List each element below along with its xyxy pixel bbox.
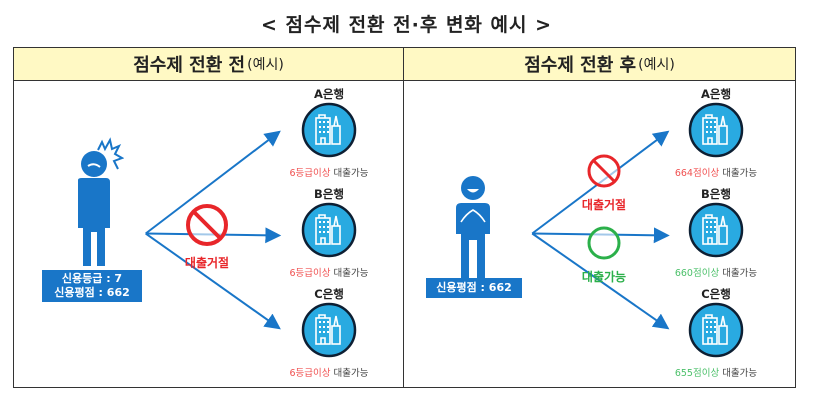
comparison-table: 점수제 전환 전 (예시) bbox=[13, 47, 796, 388]
panel-before-subtitle: (예시) bbox=[247, 57, 284, 73]
credit-score-text: 신용평점 : 662 bbox=[54, 286, 130, 299]
loan-approved-status: 대출가능 bbox=[574, 224, 634, 285]
bank-building-icon bbox=[688, 202, 744, 258]
bank-name: A은행 bbox=[313, 87, 345, 101]
loan-rejected-status: 대출거절 bbox=[574, 152, 634, 213]
happy-person-icon bbox=[448, 174, 498, 284]
bank-building-icon bbox=[301, 202, 357, 258]
person-credit-label: 신용평점 : 662 bbox=[426, 278, 522, 298]
prohibited-icon bbox=[587, 154, 621, 188]
credit-score-text: 신용평점 : 662 bbox=[436, 281, 512, 294]
panel-after: 점수제 전환 후 (예시) bbox=[404, 48, 795, 387]
panel-after-subtitle: (예시) bbox=[638, 57, 675, 73]
bank-a: A은행 bbox=[661, 86, 771, 179]
panel-after-title: 점수제 전환 후 bbox=[524, 55, 637, 76]
bank-name: B은행 bbox=[314, 187, 344, 201]
bank-b: B은행 bbox=[274, 186, 384, 279]
loan-rejected-status: 대출거절 bbox=[177, 202, 237, 271]
loan-rejected-text: 대출거절 bbox=[581, 198, 627, 212]
panel-before-title: 점수제 전환 전 bbox=[133, 55, 246, 76]
bank-a: A은행 bbox=[274, 86, 384, 179]
credit-grade-text: 신용등급 : 7 bbox=[61, 272, 123, 285]
bank-building-icon bbox=[301, 302, 357, 358]
diagram-title: < 점수제 전환 전·후 변화 예시 > bbox=[260, 14, 553, 36]
panel-before-header: 점수제 전환 전 (예시) bbox=[14, 48, 403, 81]
bank-b: B은행 bbox=[661, 186, 771, 279]
bank-c: C은행 bbox=[274, 286, 384, 379]
panel-after-header: 점수제 전환 후 (예시) bbox=[404, 48, 795, 81]
bank-name: C은행 bbox=[314, 287, 344, 301]
circle-ok-icon bbox=[587, 226, 621, 260]
person-credit-label: 신용등급 : 7 신용평점 : 662 bbox=[42, 270, 142, 302]
loan-approved-text: 대출가능 bbox=[581, 270, 627, 284]
frustrated-person-icon bbox=[64, 136, 125, 276]
prohibited-icon bbox=[186, 204, 228, 246]
bank-building-icon bbox=[688, 102, 744, 158]
loan-rejected-text: 대출거절 bbox=[184, 256, 230, 270]
bank-name: C은행 bbox=[701, 287, 731, 301]
bank-building-icon bbox=[688, 302, 744, 358]
bank-name: B은행 bbox=[701, 187, 731, 201]
panel-before-diagram: 신용등급 : 7 신용평점 : 662 대출거절 A은행 bbox=[14, 82, 403, 387]
panel-after-diagram: 신용평점 : 662 대출거절 대출가능 A은행 bbox=[404, 82, 795, 387]
bank-c: C은행 bbox=[661, 286, 771, 379]
bank-name: A은행 bbox=[700, 87, 732, 101]
panel-before: 점수제 전환 전 (예시) bbox=[14, 48, 404, 387]
bank-building-icon bbox=[301, 102, 357, 158]
